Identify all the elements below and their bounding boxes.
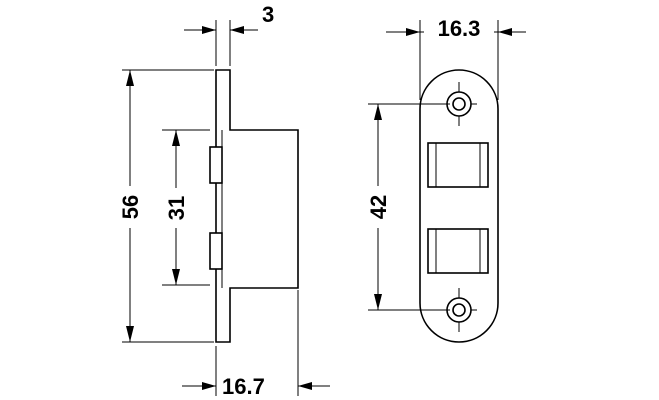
front-view xyxy=(419,69,499,343)
dim-label-plate-thickness: 3 xyxy=(262,2,274,27)
slot-lower xyxy=(427,228,489,274)
screw-hole-top xyxy=(441,82,477,126)
slot-tab-upper xyxy=(209,146,223,184)
side-view-outline xyxy=(215,69,299,343)
slot-upper xyxy=(427,142,489,188)
dimension-side-depth: 16.7 xyxy=(182,290,330,399)
dim-label-slot-spacing: 31 xyxy=(164,196,189,220)
side-view xyxy=(209,69,299,343)
dimension-plate-thickness: 3 xyxy=(184,2,274,66)
dim-label-side-depth: 16.7 xyxy=(222,374,265,399)
dim-label-side-height: 56 xyxy=(118,195,143,219)
front-view-outline xyxy=(419,69,499,343)
dim-label-hole-spacing: 42 xyxy=(366,195,391,219)
slot-tab-lower xyxy=(209,232,223,270)
dim-label-front-width: 16.3 xyxy=(438,16,481,41)
dimension-front-width: 16.3 xyxy=(386,12,526,100)
dimension-slot-spacing: 31 xyxy=(160,129,210,286)
dimension-hole-spacing: 42 xyxy=(360,103,450,311)
dimension-side-height: 56 xyxy=(112,69,214,343)
